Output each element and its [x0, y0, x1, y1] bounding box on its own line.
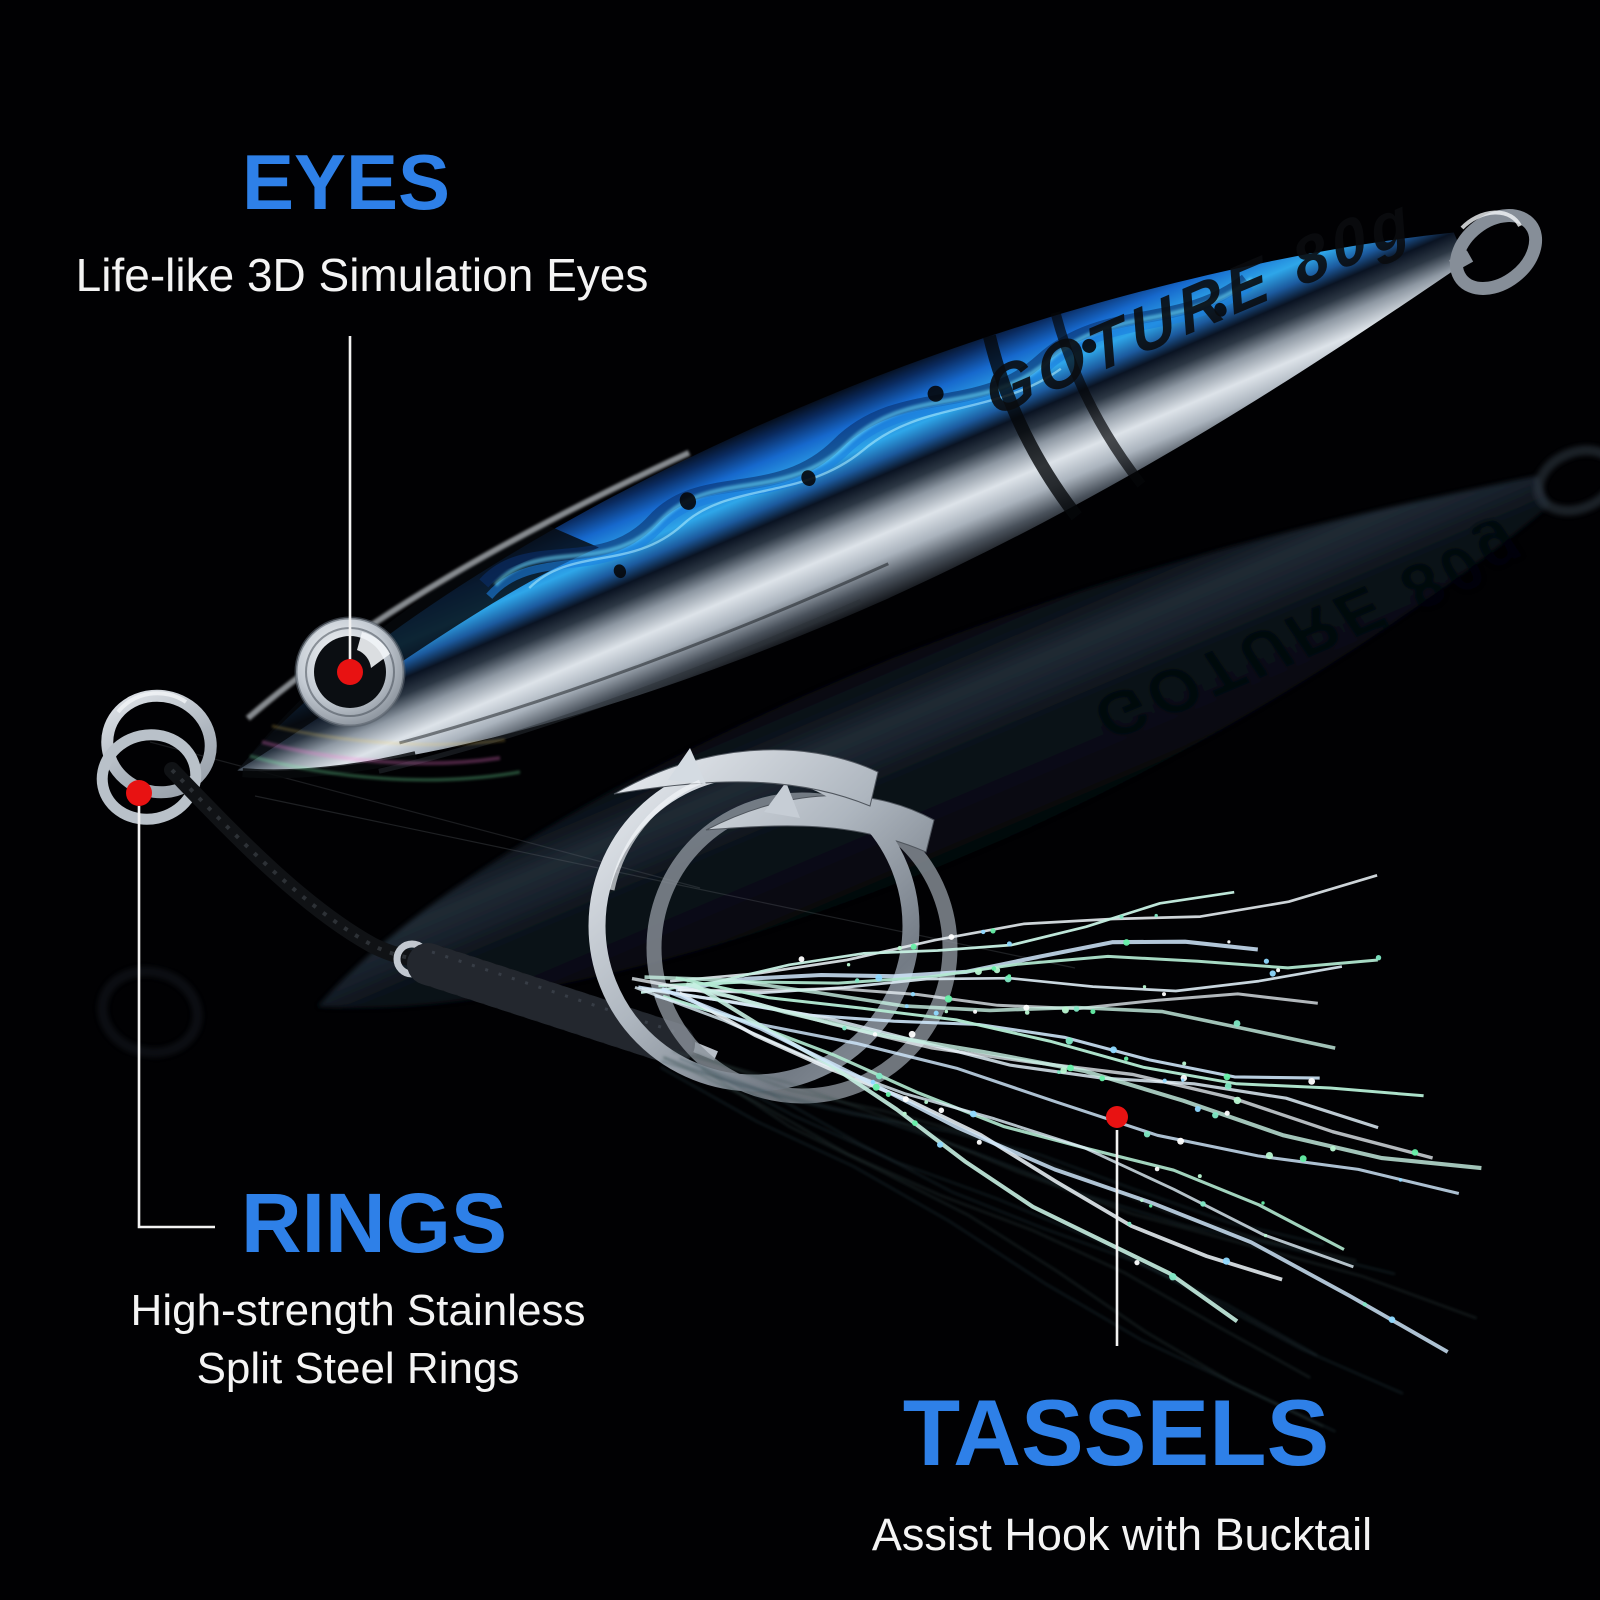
- tassel-strands: [631, 874, 1482, 1354]
- marker-dots: [126, 659, 1128, 1128]
- rings-leader-line: [137, 806, 215, 1229]
- wave-pattern-bright: [493, 277, 1254, 587]
- rings-title: RINGS: [240, 1176, 508, 1270]
- body-spots: [613, 302, 1227, 579]
- tail-eyelet-reflection: [1533, 445, 1600, 516]
- eyelet-highlight: [1460, 210, 1522, 230]
- rings-marker-dot: [126, 780, 152, 806]
- joint-band: [983, 334, 1082, 521]
- hook-barb-rear: [764, 782, 800, 818]
- ring-highlight: [116, 691, 188, 714]
- callouts: [137, 336, 1119, 1346]
- assist-hooks: [588, 748, 958, 1104]
- holographic-streaks: [249, 724, 521, 782]
- tail-eyelet: [1448, 209, 1543, 295]
- wrap-braid-texture: [431, 950, 677, 1034]
- belly-streak: [378, 599, 862, 774]
- rings-subtitle: High-strength Stainless Split Steel Ring…: [131, 1282, 586, 1398]
- eye-highlight: [357, 632, 390, 668]
- eyes-marker-dot: [337, 659, 363, 685]
- hook-highlight: [609, 779, 701, 891]
- eyes-title: EYES: [241, 138, 451, 226]
- joint-band: [1050, 311, 1146, 488]
- hook-barb-front: [668, 748, 706, 784]
- tassels-title: TASSELS: [902, 1380, 1330, 1485]
- tassels-subtitle: Assist Hook with Bucktail: [871, 1509, 1373, 1560]
- split-ring-reflection: [97, 966, 203, 1058]
- tassel-sparkles: [798, 913, 1419, 1323]
- wave-pattern-thin: [528, 367, 1062, 589]
- rings-subtitle-line1: High-strength Stainless: [130, 1286, 586, 1335]
- belly-streak: [399, 562, 889, 745]
- rings-subtitle-line2: Split Steel Rings: [196, 1344, 520, 1393]
- tassels-marker-dot: [1106, 1106, 1128, 1128]
- eyes-subtitle: Life-like 3D Simulation Eyes: [75, 249, 649, 301]
